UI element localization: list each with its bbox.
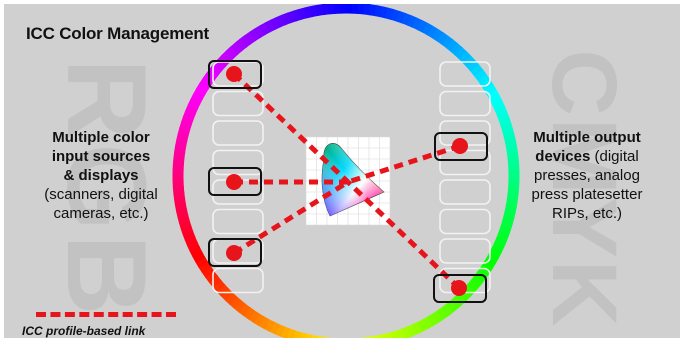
caption-line: cameras, etc.): [53, 205, 149, 222]
diagram-canvas: RGB CMYK: [4, 4, 680, 338]
icc-link: [232, 72, 350, 184]
icc-link: [346, 180, 461, 290]
device-slot: [439, 149, 491, 176]
diagram-title: ICC Color Management: [26, 24, 210, 43]
device-slot: [212, 90, 264, 117]
device-node-dot: [226, 66, 242, 82]
device-slot: [439, 208, 491, 235]
caption-normal-part: (digital: [590, 148, 639, 165]
device-node-box: [208, 167, 262, 196]
device-slot: [439, 90, 491, 117]
color-wheel-ring: [172, 4, 520, 338]
caption-line: presses, analog: [534, 167, 640, 184]
device-slot: [212, 120, 264, 146]
caption-line: press platesetter: [531, 186, 643, 203]
caption-line: input sources: [51, 148, 151, 165]
caption-line: devices (digital: [506, 147, 668, 166]
device-slot: [212, 149, 264, 176]
output-devices-caption: Multiple output devices (digital presses…: [506, 128, 668, 223]
device-node-dot: [451, 280, 467, 296]
input-sources-caption: Multiple color input sources & displays …: [30, 128, 172, 223]
device-node-dot: [226, 245, 242, 261]
legend-label: ICC profile-based link: [22, 324, 146, 338]
device-slot: [439, 61, 491, 87]
caption-line: Multiple color: [52, 129, 150, 146]
caption-line: Multiple output: [533, 129, 641, 146]
right-slot-column: [439, 61, 491, 294]
icc-link: [347, 143, 461, 185]
device-slot: [212, 267, 264, 294]
device-node-box: [434, 132, 488, 161]
caption-line: (scanners, digital: [44, 186, 158, 203]
device-slot: [439, 179, 491, 205]
device-node-box: [208, 60, 262, 89]
device-node-box: [433, 274, 487, 303]
legend-dashed-line: [36, 312, 176, 317]
caption-line: & displays: [63, 167, 139, 184]
caption-bold-part: devices: [535, 148, 591, 165]
icc-link: [232, 179, 350, 256]
icc-profile-links: [232, 72, 461, 290]
device-slot: [439, 238, 491, 264]
device-node-dot: [452, 138, 468, 154]
caption-line: RIPs, etc.): [551, 205, 622, 222]
device-node-dot: [226, 174, 242, 190]
device-slot: [212, 208, 264, 235]
device-nodes: [208, 60, 488, 303]
device-node-box: [208, 238, 262, 267]
ring-segment: [384, 332, 393, 338]
diagram-graphics: [172, 4, 520, 338]
